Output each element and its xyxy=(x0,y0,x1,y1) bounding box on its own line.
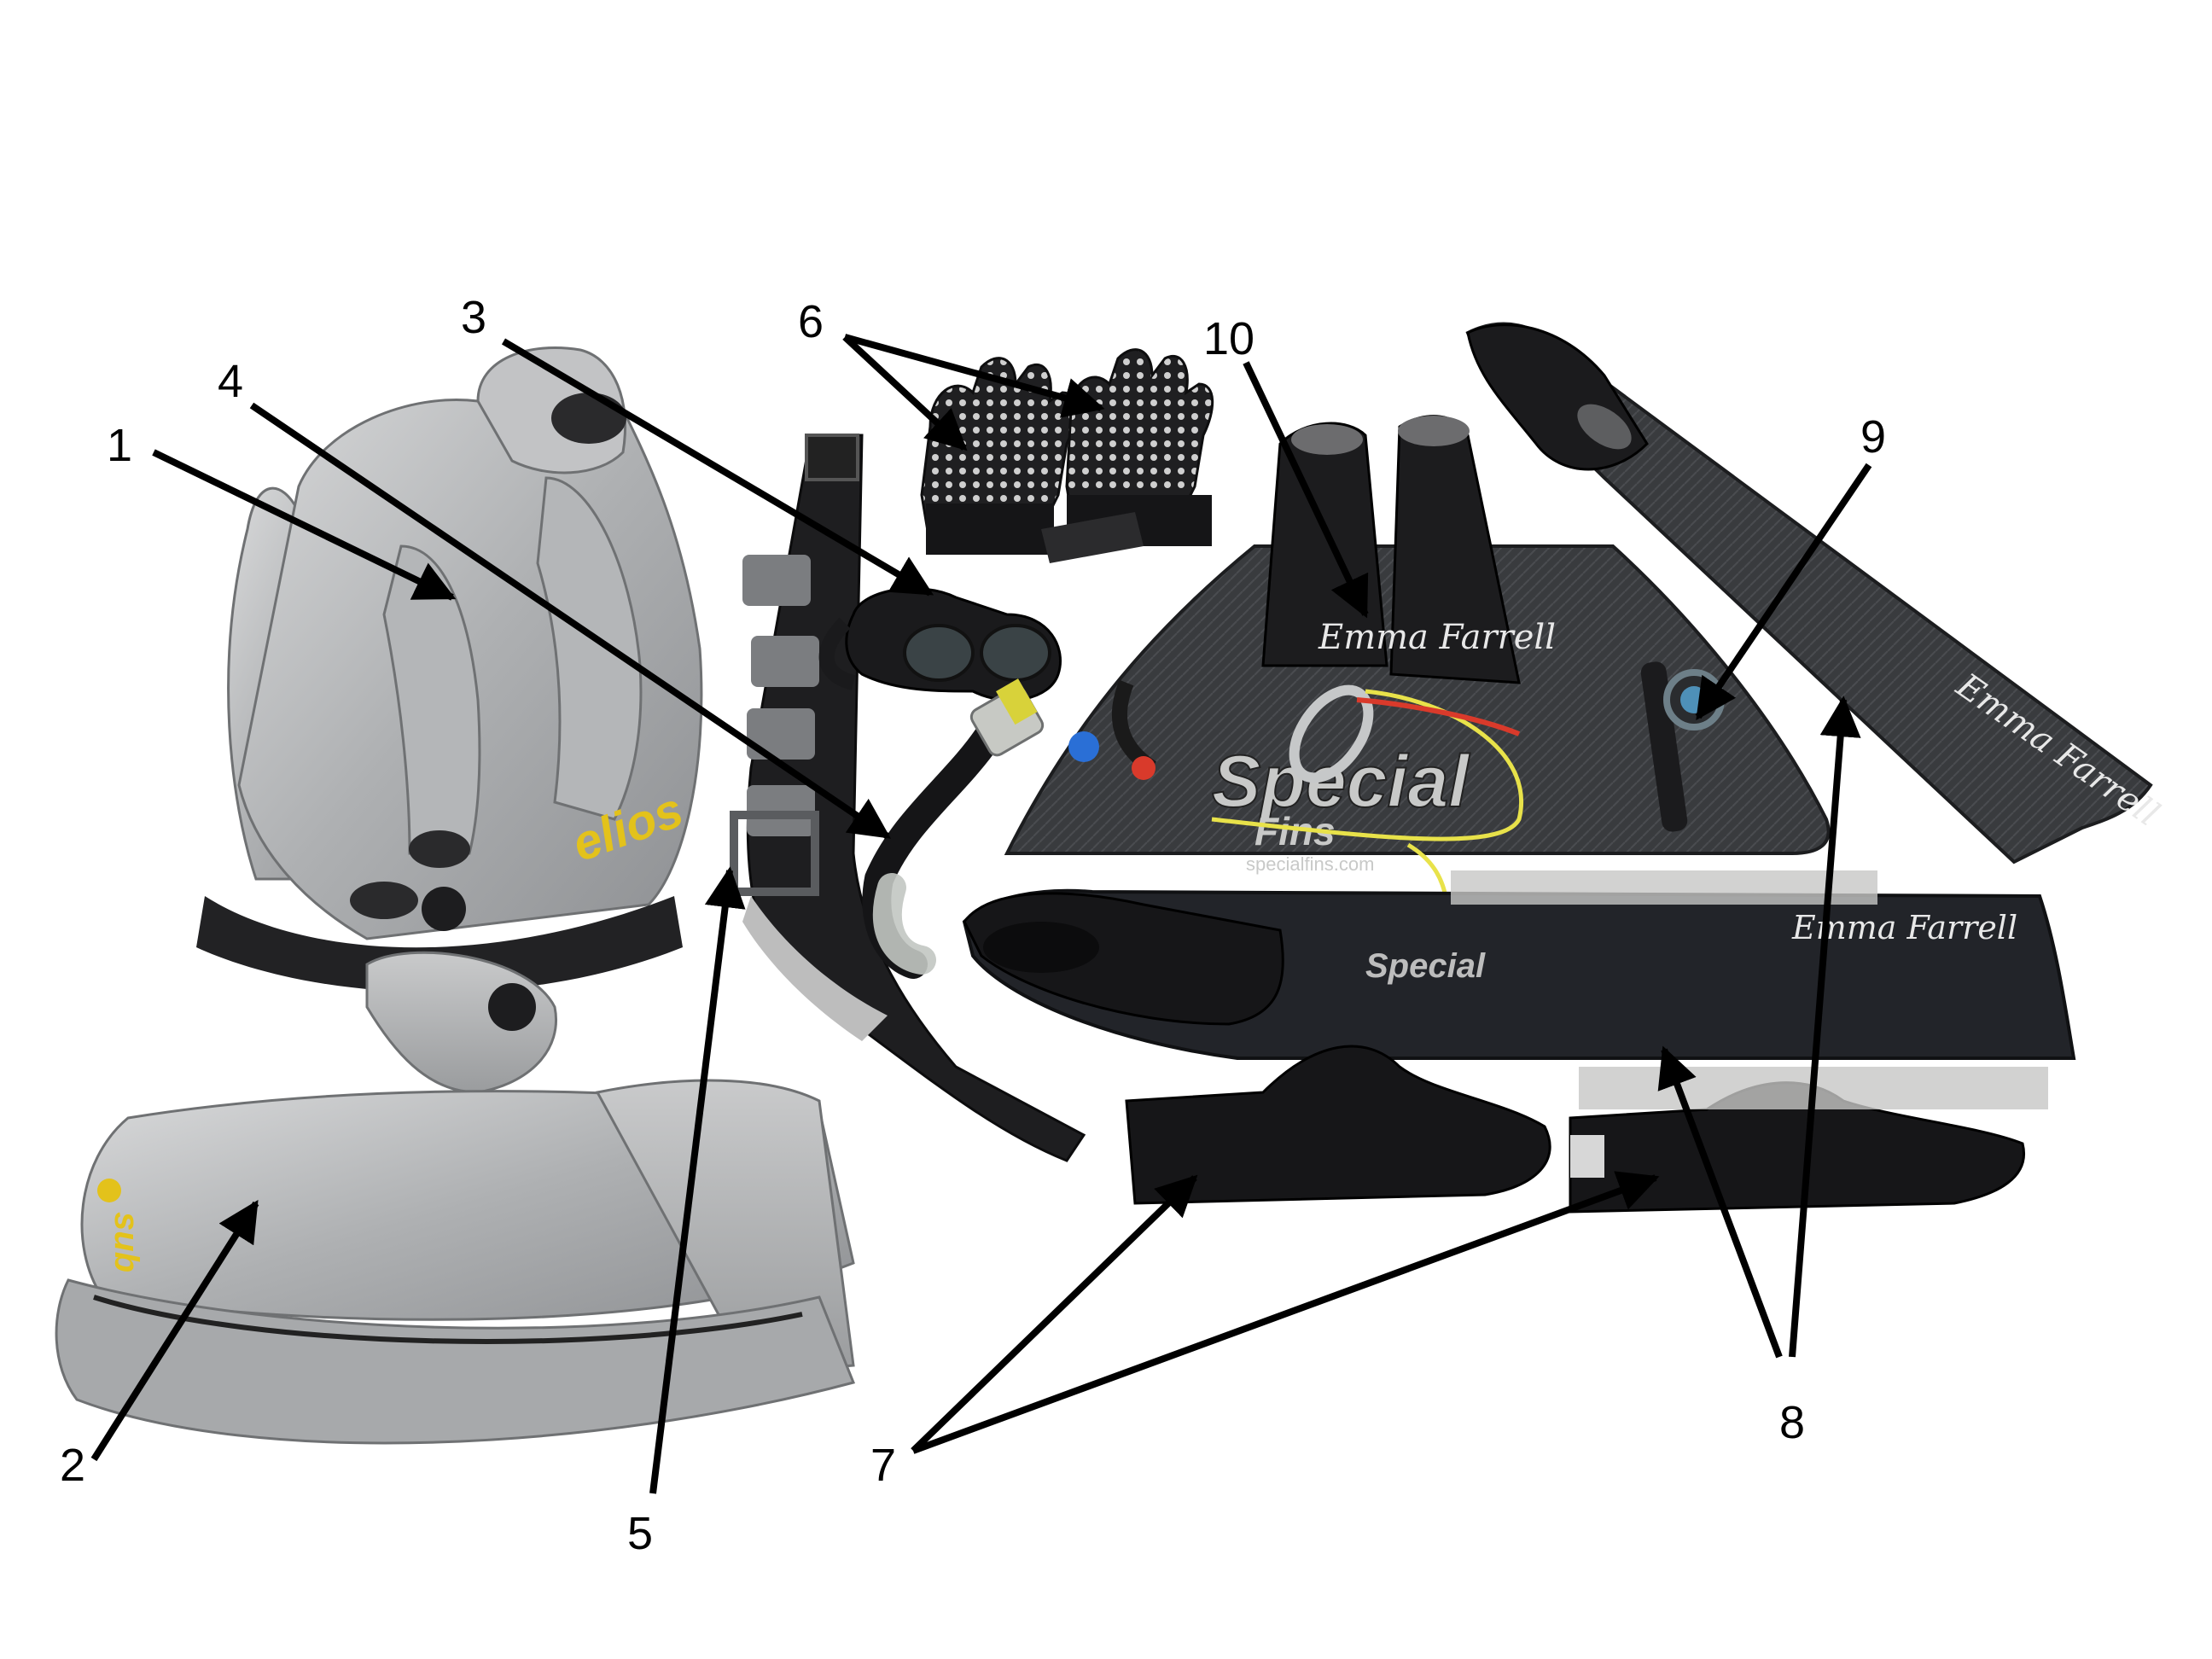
label-4: 4 xyxy=(218,356,244,407)
gloves xyxy=(920,348,1214,563)
arrow-1 xyxy=(152,449,457,601)
monofin-signature: Emma Farrell xyxy=(1318,618,1556,657)
label-8: 8 xyxy=(1779,1397,1806,1448)
weight-belt xyxy=(730,434,1086,1162)
arrow-5 xyxy=(649,866,746,1494)
arrow-6a xyxy=(842,335,968,451)
label-7: 7 xyxy=(870,1440,897,1491)
snorkel xyxy=(862,678,1045,979)
label-6: 6 xyxy=(798,296,824,347)
pants-brand-logo: sub xyxy=(108,1212,145,1272)
monofin: Emma Farrell Special Fins specialfins.co… xyxy=(1004,415,1831,907)
bifin-lower: Emma Farrell Special xyxy=(962,888,2076,1060)
wetsuit-pants: sub xyxy=(55,1079,856,1445)
neoprene-socks xyxy=(1125,1045,2025,1214)
arrow-9 xyxy=(1695,463,1872,720)
dive-mask xyxy=(818,587,1062,701)
arrow-3 xyxy=(501,338,934,597)
lower-fin-brand-logo: Special xyxy=(1365,947,1486,985)
arrow-4 xyxy=(249,402,891,840)
monofin-brand-logo: Special xyxy=(1212,741,1470,823)
arrow-8a xyxy=(1657,1045,1783,1359)
monofin-brand-url: specialfins.com xyxy=(1246,853,1374,875)
label-9: 9 xyxy=(1860,411,1887,463)
label-5: 5 xyxy=(627,1508,654,1559)
callout-arrows xyxy=(90,334,1872,1494)
label-10: 10 xyxy=(1203,313,1255,364)
arrow-2 xyxy=(90,1199,259,1462)
arrow-7a xyxy=(911,1174,1198,1453)
label-1: 1 xyxy=(107,420,133,471)
arrow-6b xyxy=(843,334,1105,418)
label-3: 3 xyxy=(461,292,487,343)
label-2: 2 xyxy=(60,1440,86,1491)
wetsuit-jacket: elios xyxy=(196,346,703,1094)
arrow-7b xyxy=(911,1171,1660,1454)
arrow-8b xyxy=(1789,696,1861,1358)
arrow-10 xyxy=(1243,361,1369,619)
